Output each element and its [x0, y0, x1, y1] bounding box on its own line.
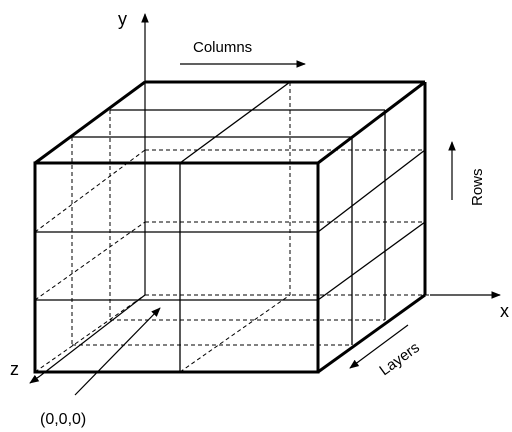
x-axis-label: x	[500, 301, 509, 321]
hidden-edges	[34, 82, 430, 373]
rows-label: Rows	[469, 168, 486, 206]
origin-pointer-arrow	[74, 307, 161, 396]
z-axis-arrow	[29, 374, 41, 384]
cube-outline	[33, 80, 427, 374]
labels: y x z Columns Rows Layers (0,0,0)	[10, 9, 509, 428]
grid-lines	[35, 81, 426, 372]
z-axis-label: z	[10, 359, 19, 379]
layers-label: Layers	[376, 339, 422, 379]
columns-label: Columns	[193, 39, 252, 56]
z-axis-line	[39, 294, 146, 377]
axes	[29, 13, 501, 384]
direction-arrows	[74, 60, 456, 396]
layers-arrow	[349, 324, 409, 369]
origin-label: (0,0,0)	[40, 411, 86, 428]
y-axis-label: y	[118, 9, 127, 29]
